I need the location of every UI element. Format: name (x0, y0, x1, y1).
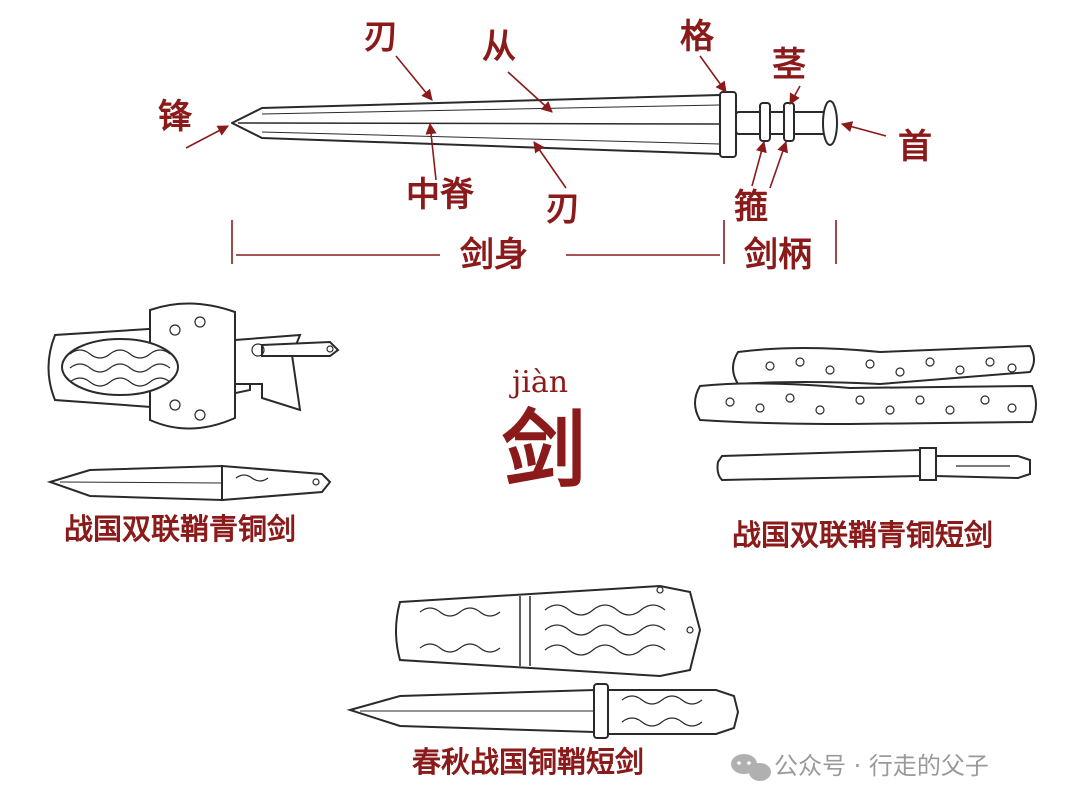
label-jianshen: 剑身 (460, 235, 528, 275)
main-sword-guard (719, 91, 737, 158)
main-sword-pointers (185, 55, 887, 189)
right-scabbard-drawing (694, 344, 1037, 426)
title-pinyin: jiàn (512, 365, 569, 400)
main-sword-ring-2 (783, 102, 795, 142)
bottom-scabbard-drawing (395, 584, 702, 678)
label-ge: 格 (680, 17, 714, 57)
main-sword-bevel-top (261, 104, 721, 115)
main-sword-grip (735, 111, 827, 135)
left-scabbard-drawing (47, 302, 340, 430)
caption-bottom: 春秋战国铜鞘短剑 (412, 745, 645, 779)
main-sword-ridge (237, 122, 721, 125)
label-feng: 锋 (158, 97, 192, 137)
main-sword-drawing (231, 91, 838, 158)
bottom-short-sword-drawing (346, 683, 740, 739)
label-zhongji: 中脊 (406, 175, 474, 215)
main-sword-bevel-bottom (261, 131, 721, 145)
dimension-line (231, 220, 837, 264)
watermark-text: 公众号 · 行走的父子 (774, 752, 989, 780)
watermark: 公众号 · 行走的父子 (774, 754, 989, 778)
main-sword-ring-1 (759, 102, 771, 142)
right-short-sword-drawing (716, 447, 1031, 482)
label-jing: 茎 (772, 45, 806, 85)
label-gu: 箍 (734, 187, 768, 227)
caption-left: 战国双联鞘青铜剑 (64, 512, 297, 546)
label-shou: 首 (898, 127, 932, 167)
title-character: 剑 (502, 401, 587, 499)
label-jianbing: 剑柄 (744, 235, 812, 275)
label-ren-bottom: 刃 (546, 189, 580, 229)
wechat-icon (731, 754, 771, 781)
left-short-sword-drawing (46, 464, 332, 502)
label-ren-top: 刃 (364, 17, 398, 57)
main-sword-pommel (822, 100, 838, 146)
label-cong: 从 (482, 27, 516, 67)
caption-right: 战国双联鞘青铜短剑 (732, 518, 994, 552)
